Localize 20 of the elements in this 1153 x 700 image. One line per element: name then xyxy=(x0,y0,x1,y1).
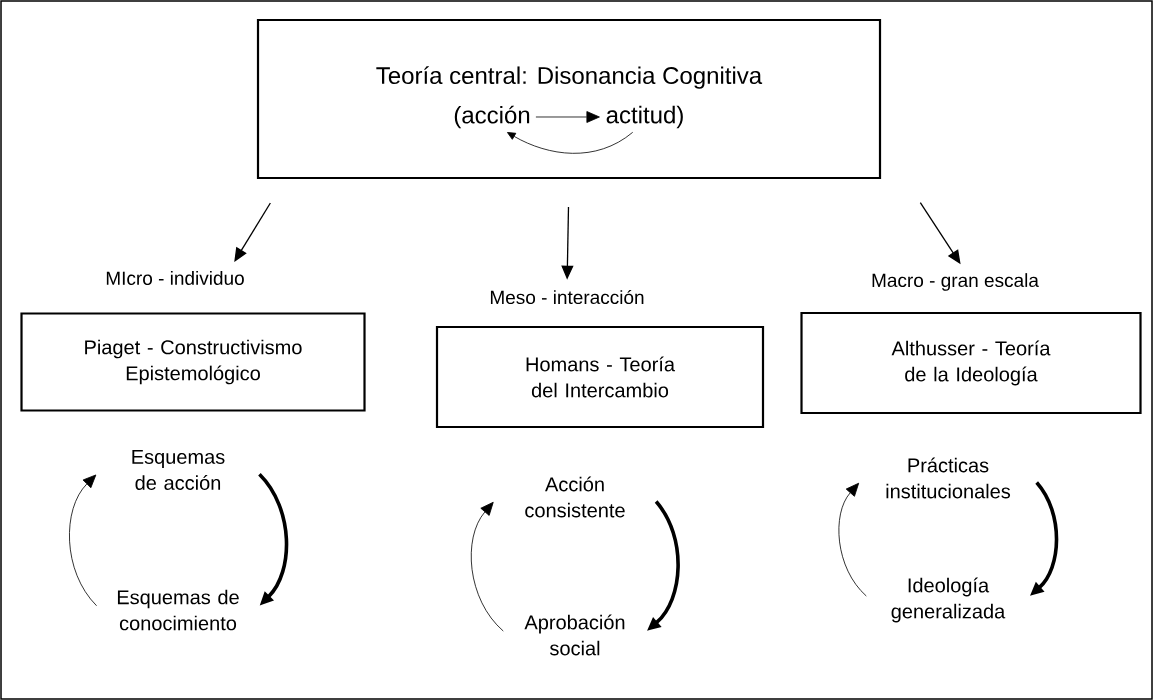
level-heading: Macro - gran escala xyxy=(872,273,1039,291)
relation-text: actitud) xyxy=(606,105,683,129)
cycle-text: Esquemas de conocimiento xyxy=(117,589,239,631)
level-heading: MIcro - individuo xyxy=(106,271,244,285)
cycle-text: Ideología generalizada xyxy=(891,577,1006,623)
theory-box: Althusser - Teoría de la Ideología xyxy=(800,311,1142,415)
cycle-text: Esquemas de acción xyxy=(132,450,225,490)
cycle-text: Aprobación social xyxy=(524,614,625,656)
arrow xyxy=(69,474,97,607)
arrow xyxy=(507,131,634,154)
theory-box: Homans - Teoría del Intercambio xyxy=(435,325,765,429)
arrow xyxy=(470,501,504,632)
arrow xyxy=(838,482,867,597)
theory-box: Piaget - Constructivismo Epistemológico xyxy=(20,312,366,412)
level-heading: Meso - interacción xyxy=(490,289,644,305)
cycle-text: Acción consistente xyxy=(525,476,625,518)
relation-text: (acción xyxy=(454,105,530,129)
arrow xyxy=(535,111,600,123)
arrow xyxy=(234,202,272,262)
cycle-text: Prácticas institucionales xyxy=(886,457,1011,499)
